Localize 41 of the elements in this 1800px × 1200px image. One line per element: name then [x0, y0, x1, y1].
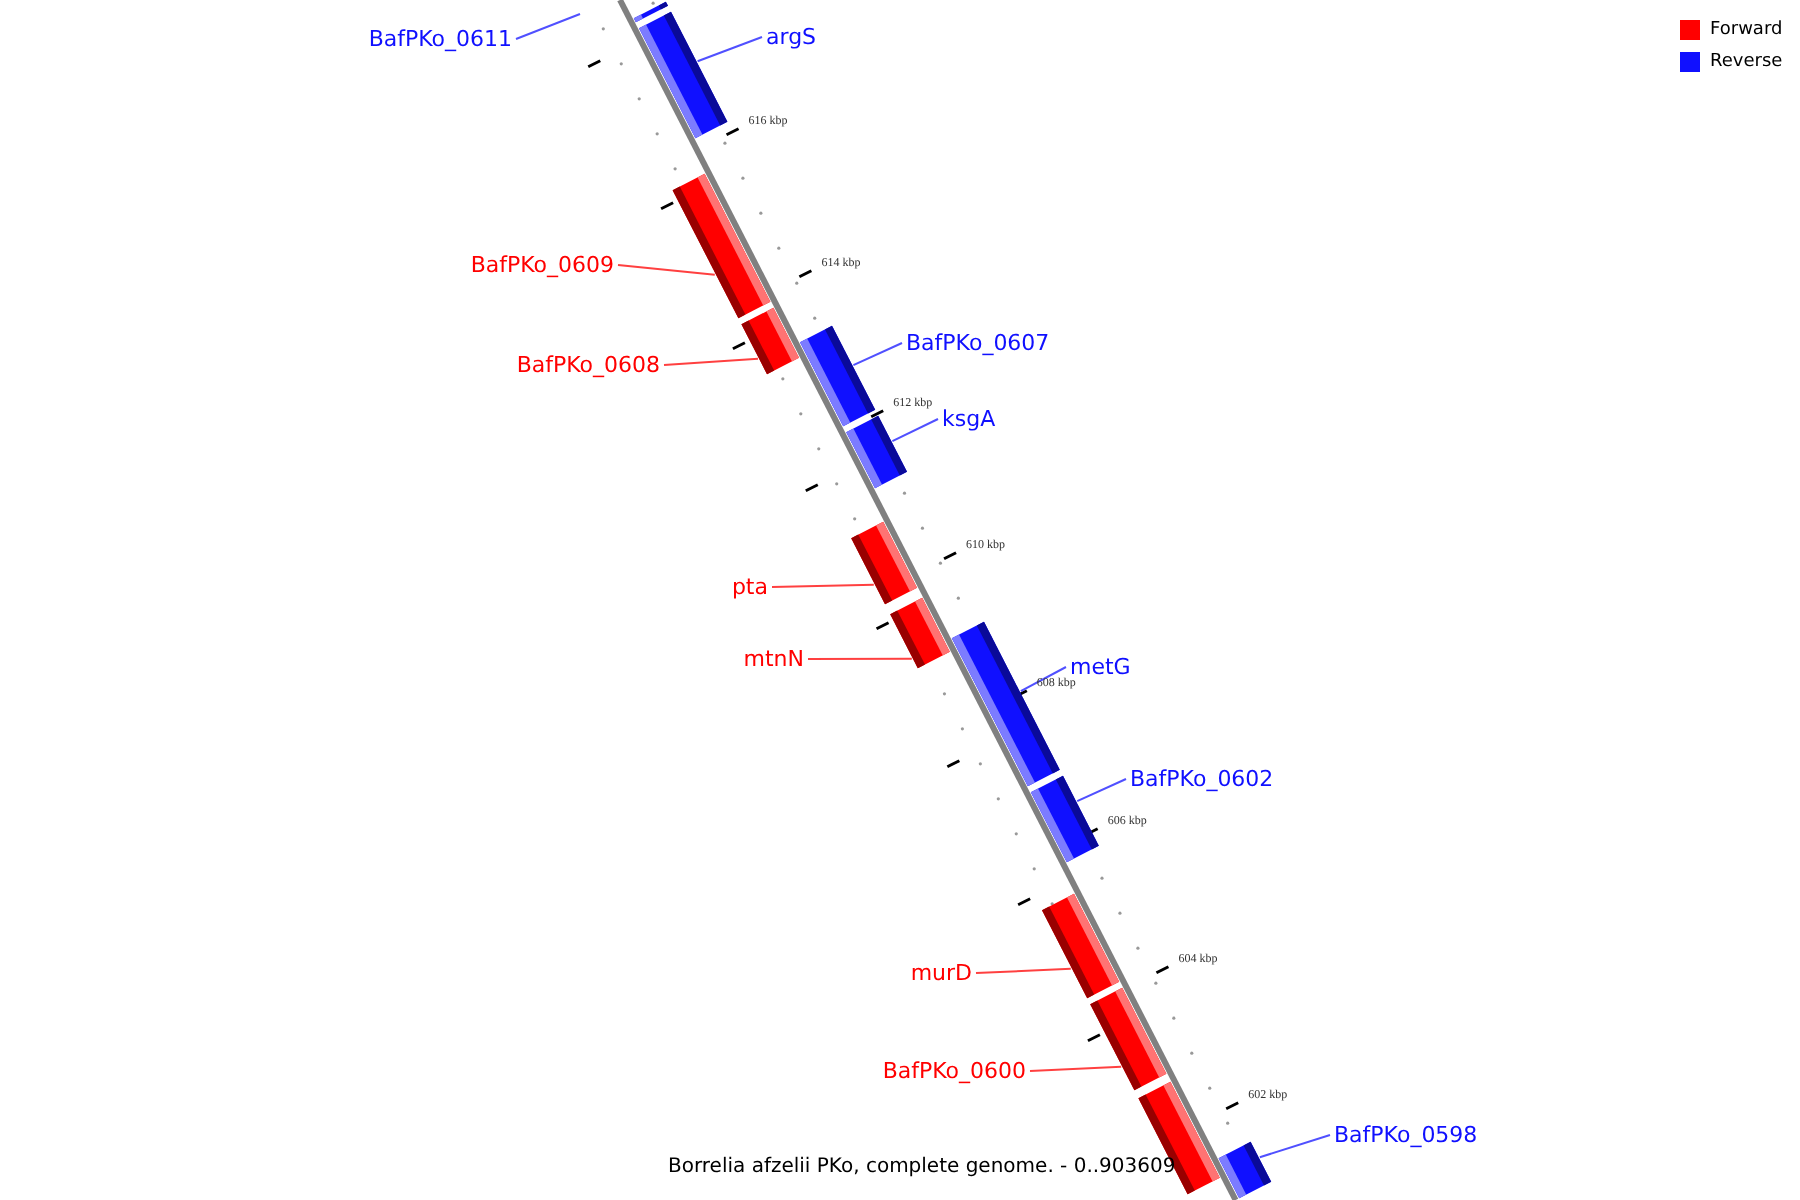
leader-line	[1029, 1065, 1123, 1072]
leader-line	[696, 36, 763, 63]
leader-line	[515, 13, 581, 40]
gene-bar	[672, 173, 771, 319]
leader-line	[771, 583, 875, 588]
gene-label: metG	[1070, 654, 1131, 680]
leader-line	[617, 264, 716, 276]
leader-line	[663, 357, 759, 366]
gene-bar	[951, 621, 1060, 787]
leader-line	[852, 342, 903, 367]
gene-bar	[1042, 893, 1120, 999]
gene-bar	[846, 415, 907, 489]
gene-bar	[851, 521, 917, 605]
leader-line	[891, 418, 939, 443]
gene-label: BafPKo_0611	[368, 26, 512, 52]
gene-label: BafPKo_0600	[882, 1058, 1026, 1084]
leader-line	[1076, 778, 1127, 803]
gene-label: BafPKo_0602	[1130, 766, 1274, 792]
gene-bar	[1090, 987, 1167, 1091]
gene-label: BafPKo_0607	[906, 330, 1050, 356]
leader-line	[1019, 666, 1067, 693]
gene-label: argS	[766, 24, 817, 50]
gene-label: murD	[910, 960, 972, 986]
legend-label: Reverse	[1710, 51, 1783, 73]
gene-label: mtnN	[743, 646, 804, 672]
leader-line	[975, 967, 1072, 974]
gene-label: ksgA	[942, 406, 996, 432]
gene-label: BafPKo_0608	[516, 352, 660, 378]
gene-bar	[639, 11, 728, 139]
leader-line	[807, 657, 913, 660]
gene-bar	[800, 325, 876, 427]
caption: Borrelia afzelii PKo, complete genome. - 0..903609	[668, 1156, 1176, 1180]
gene-bar	[1218, 1141, 1272, 1199]
leader-line	[1258, 1134, 1331, 1159]
gene-bar	[890, 597, 950, 669]
gene-label: BafPKo_0609	[470, 252, 614, 278]
gene-label: pta	[731, 574, 768, 600]
gene-bar	[1030, 775, 1099, 863]
legend-label: Forward	[1710, 19, 1783, 41]
gene-bar	[741, 307, 799, 375]
gene-label: BafPKo_0598	[1334, 1122, 1478, 1148]
